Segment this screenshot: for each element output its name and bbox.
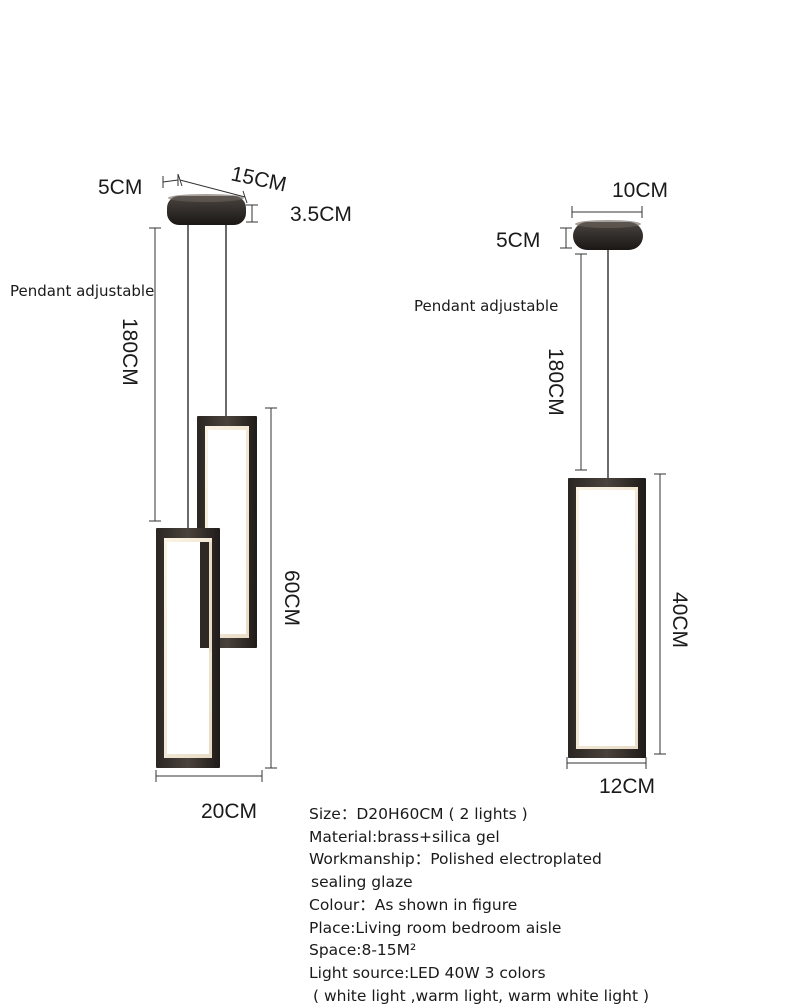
- spec-workmanship: Workmanship：Polished electroplated: [309, 850, 602, 869]
- spec-list: Size：D20H60CM ( 2 lights ) Material:bras…: [309, 803, 789, 1007]
- spec-light-colors: ( white light ,warm light, warm white li…: [313, 986, 650, 1005]
- label-right-body-height: 40CM: [668, 592, 691, 648]
- dim-left-canopy-width: [177, 173, 248, 204]
- spec-space: Space:8-15M²: [309, 941, 417, 960]
- dim-left-cable-length: [149, 227, 161, 522]
- dim-left-body-height: [265, 407, 277, 769]
- right-lamp: 10CM 5CM 180CM Pendant adjustable 40CM: [414, 179, 691, 798]
- spec-colour: Colour：As shown in figure: [309, 895, 518, 914]
- spec-place: Place:Living room bedroom aisle: [309, 918, 562, 937]
- label-left-cable-length: 180CM: [118, 318, 141, 386]
- left-canopy: [167, 196, 246, 225]
- label-right-note: Pendant adjustable: [414, 297, 558, 315]
- label-right-cable-length: 180CM: [544, 348, 567, 416]
- label-left-body-height: 60CM: [280, 570, 303, 626]
- dim-left-canopy-height: [246, 204, 258, 223]
- right-canopy: [573, 222, 643, 250]
- spec-size: Size：D20H60CM ( 2 lights ): [309, 805, 528, 823]
- label-left-note: Pendant adjustable: [10, 282, 154, 300]
- label-left-canopy-depth: 5CM: [98, 176, 142, 199]
- label-left-canopy-height: 3.5CM: [290, 203, 352, 226]
- spec-workmanship-cont: sealing glaze: [311, 873, 413, 892]
- left-lamp: 15CM 5CM 3.5CM 180CM Pendant adjustable: [10, 162, 352, 823]
- dim-left-canopy-depth: [162, 174, 179, 188]
- dim-right-body-width: [566, 757, 647, 769]
- dim-right-body-height: [654, 473, 666, 755]
- label-right-canopy-height: 5CM: [496, 229, 540, 252]
- label-right-canopy-diameter: 10CM: [612, 179, 668, 202]
- label-left-body-width: 20CM: [201, 800, 257, 823]
- label-left-canopy-width: 15CM: [229, 162, 289, 196]
- dim-right-canopy-diameter: [571, 206, 643, 218]
- label-right-body-width: 12CM: [599, 775, 655, 798]
- left-frame-lower: [156, 528, 220, 768]
- spec-light-source: Light source:LED 40W 3 colors: [309, 963, 546, 982]
- dim-left-body-width: [155, 770, 263, 782]
- dim-right-canopy-height: [560, 227, 572, 249]
- right-frame: [568, 478, 646, 758]
- spec-material: Material:brass+silica gel: [309, 827, 500, 846]
- dim-right-cable-length: [575, 253, 587, 471]
